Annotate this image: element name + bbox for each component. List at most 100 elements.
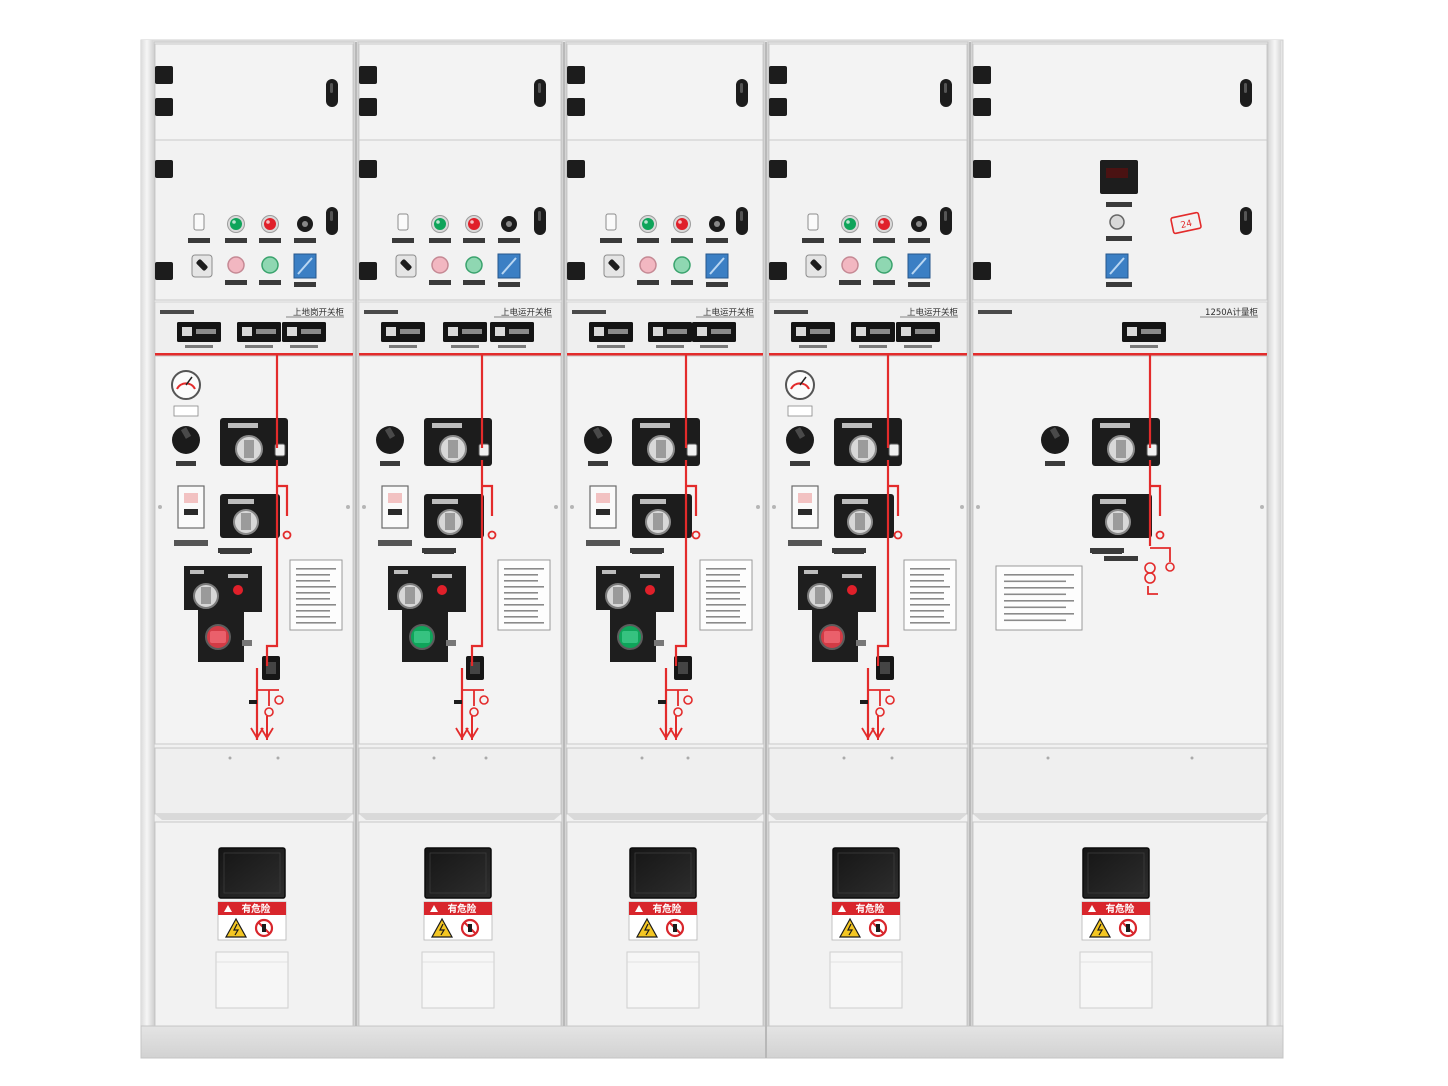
indicator-caption — [1130, 345, 1158, 348]
operator-label — [842, 574, 862, 578]
warning-label: 有危险 — [423, 901, 493, 941]
nameplate-label — [498, 282, 520, 287]
socket-slot — [855, 513, 865, 530]
operator-label — [394, 570, 408, 574]
window-inner — [837, 852, 895, 894]
mimic-marker — [454, 700, 462, 704]
spring-indicator — [589, 485, 617, 529]
mini-warning-icon — [224, 905, 232, 912]
ct-symbol — [264, 707, 274, 717]
push-button — [875, 256, 893, 274]
inspection-window — [832, 847, 900, 899]
instruction-line — [504, 592, 538, 594]
mechanism-door — [768, 355, 968, 745]
gauge-scale — [176, 382, 196, 390]
instruction-line — [910, 592, 944, 594]
instruction-line — [910, 580, 944, 582]
knob-pointer — [794, 427, 806, 439]
cable-cover-plate — [972, 747, 1268, 815]
spring-indicator-window — [798, 493, 812, 503]
spring-caption — [378, 540, 412, 546]
door-handle — [534, 207, 546, 235]
control-door: 24 — [972, 139, 1268, 301]
indicator-caption — [799, 345, 827, 348]
warning-label: 有危险 — [1081, 901, 1151, 941]
control-door-panel — [566, 139, 764, 301]
nameplate-label — [637, 238, 659, 243]
door-screw — [756, 505, 760, 509]
mimic-line — [876, 486, 890, 666]
switch-mark — [911, 257, 927, 275]
position-indicator — [686, 443, 698, 457]
indicator-strip: 上电运开关柜 — [768, 301, 968, 355]
indicator-caption — [656, 345, 684, 348]
door-handle — [1240, 79, 1252, 107]
indicator-caption — [498, 345, 526, 348]
operator-label — [190, 570, 204, 574]
operation-knob — [172, 426, 200, 454]
lightning-bolt — [644, 923, 651, 936]
panel-tag — [364, 310, 398, 314]
trip-button — [233, 585, 243, 595]
selector-knob — [810, 259, 822, 271]
counter-window — [193, 213, 205, 231]
warning-text: 有危险 — [1106, 903, 1135, 915]
hinge — [359, 262, 377, 280]
instruction-line — [706, 616, 740, 618]
operation-knob — [376, 426, 404, 454]
nameplate-label — [422, 548, 456, 553]
lamp-glint — [644, 220, 648, 224]
indicator-strip: 上电运开关柜 — [566, 301, 764, 355]
panel-tag — [572, 310, 606, 314]
door-handle — [940, 79, 952, 107]
instruction-plate — [995, 565, 1083, 631]
indicator-glyph — [870, 329, 890, 334]
earth-symbol — [691, 530, 701, 540]
top-door — [768, 43, 968, 141]
ct-symbol — [885, 695, 895, 705]
instruction-line — [296, 616, 330, 618]
mimic-branch — [666, 689, 688, 706]
nameplate-label — [630, 548, 664, 553]
push-button — [639, 256, 657, 274]
instruction-line — [504, 610, 538, 612]
spring-indicator-slot — [596, 509, 610, 515]
door-screw — [960, 505, 964, 509]
mimic-marker — [249, 700, 257, 704]
instruction-line — [910, 610, 944, 612]
nameplate-label — [839, 238, 861, 243]
indicator-window — [448, 327, 458, 336]
status-latch — [446, 640, 456, 646]
earth-symbol — [1155, 530, 1165, 540]
operator-label — [228, 574, 248, 578]
lock-keyhole — [880, 662, 890, 674]
busbar-line — [973, 353, 1267, 356]
ct-symbol — [875, 707, 885, 717]
push-button — [673, 256, 691, 274]
window-inner — [429, 852, 487, 894]
indicator-lamp — [676, 218, 688, 230]
earth-symbol — [487, 530, 497, 540]
nameplate-label — [188, 238, 210, 243]
socket-slot — [613, 587, 623, 604]
mimic-diagram — [249, 355, 292, 740]
nameplate-label — [706, 282, 728, 287]
ct-symbol — [683, 695, 693, 705]
instruction-line — [1004, 574, 1074, 576]
panel-label: 1250A计量柜 — [1205, 307, 1258, 318]
cover-screw — [432, 756, 436, 760]
instruction-line — [706, 622, 746, 624]
indicator-glyph — [400, 329, 420, 334]
selector-knob — [608, 259, 620, 271]
push-button — [261, 256, 279, 274]
mimic-line — [888, 484, 900, 516]
indicator-window — [182, 327, 192, 336]
top-door — [972, 43, 1268, 141]
knob-pointer — [180, 427, 192, 439]
indicator-glyph — [810, 329, 830, 334]
indicator-glyph — [667, 329, 687, 334]
indicator-caption — [904, 345, 932, 348]
instruction-line — [910, 622, 950, 624]
